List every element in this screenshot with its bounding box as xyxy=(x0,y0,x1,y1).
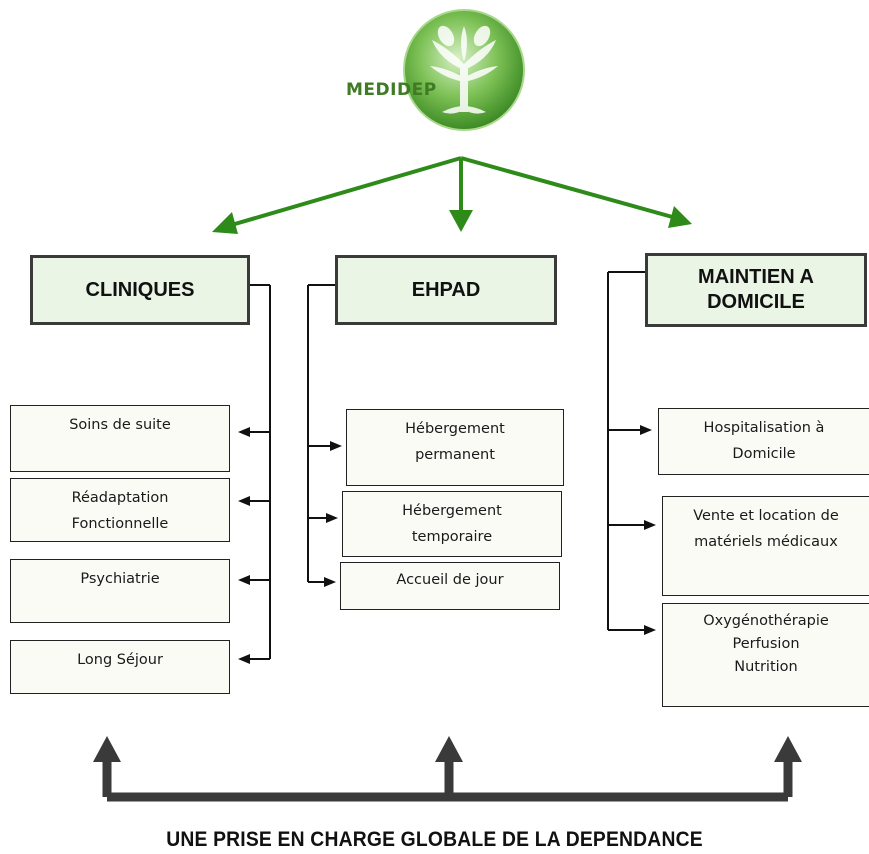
item-readaptation-fonctionnelle: Réadaptation Fonctionnelle xyxy=(10,478,230,542)
arrow-head-right xyxy=(668,206,692,228)
bottom-bracket xyxy=(93,736,802,802)
tree-icon xyxy=(430,25,498,114)
maintien-connectors xyxy=(607,271,656,635)
arrow-head-center xyxy=(449,210,473,232)
item-hebergement-temporaire: Hébergement temporaire xyxy=(342,491,562,557)
up-arrow-left xyxy=(93,736,121,762)
tagline: UNE PRISE EN CHARGE GLOBALE DE LA DEPEND… xyxy=(166,828,703,851)
category-maintien-a-domicile: MAINTIEN A DOMICILE xyxy=(645,253,867,327)
category-ehpad: EHPAD xyxy=(335,255,557,325)
item-soins-de-suite: Soins de suite xyxy=(10,405,230,472)
item-oxygenotherapie-perfusion-nutrition: Oxygénothérapie Perfusion Nutrition xyxy=(662,603,869,707)
up-arrow-right xyxy=(774,736,802,762)
item-psychiatrie: Psychiatrie xyxy=(10,559,230,623)
cliniques-connectors xyxy=(238,284,271,664)
category-cliniques: CLINIQUES xyxy=(30,255,250,325)
up-arrow-center xyxy=(435,736,463,762)
logo-arrows xyxy=(212,156,692,234)
ehpad-connectors xyxy=(307,284,342,587)
item-hospitalisation-a-domicile: Hospitalisation à Domicile xyxy=(658,408,869,475)
logo-text: MEDIDEP xyxy=(346,80,437,100)
item-hebergement-permanent: Hébergement permanent xyxy=(346,409,564,486)
item-accueil-de-jour: Accueil de jour xyxy=(340,562,560,610)
item-vente-location-materiels: Vente et location de matériels médicaux xyxy=(662,496,869,596)
item-long-sejour: Long Séjour xyxy=(10,640,230,694)
arrow-head-left xyxy=(212,212,238,234)
medidep-logo xyxy=(403,9,525,131)
